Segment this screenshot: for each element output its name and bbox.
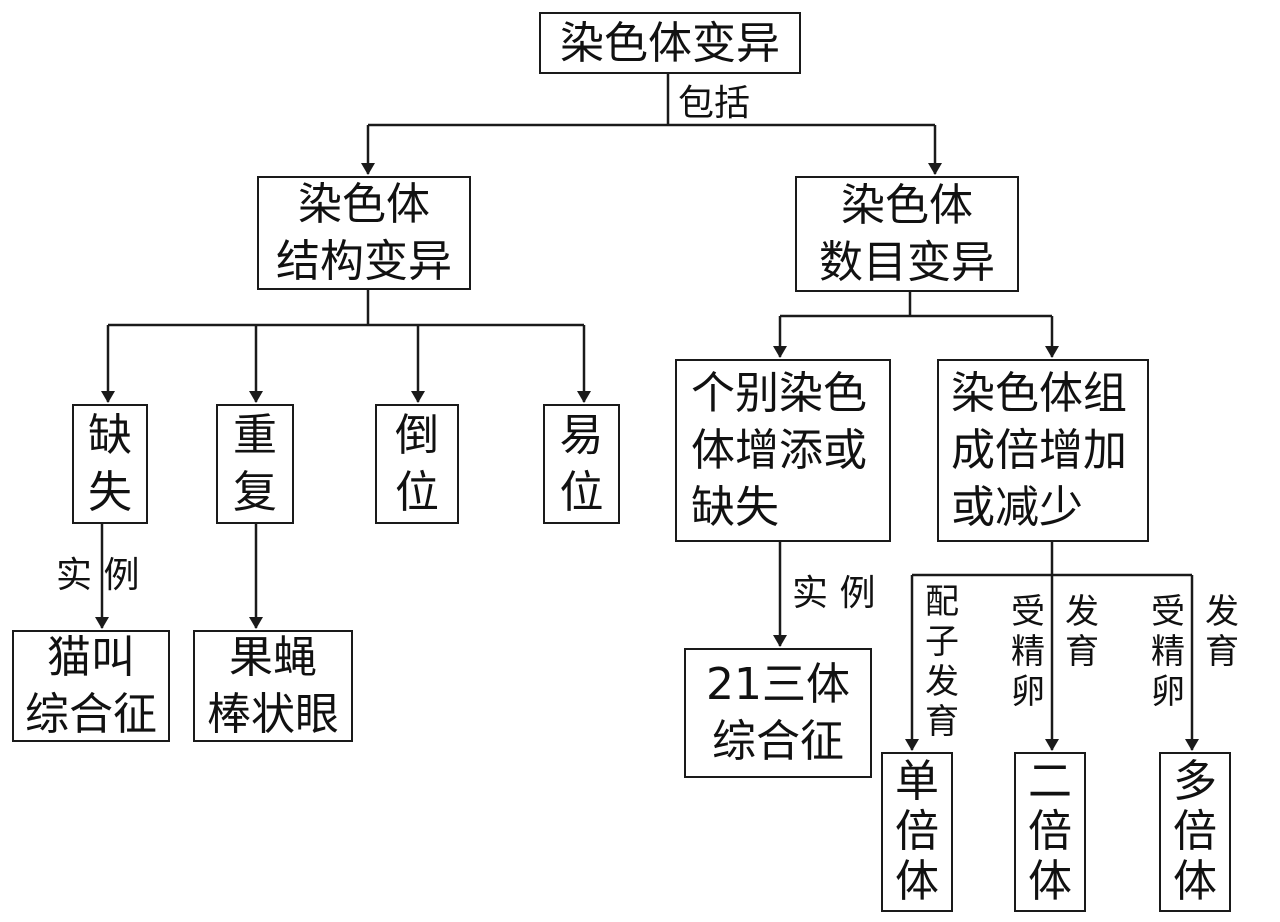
node-cat-cry: 猫叫 综合征 [12,630,170,742]
node-duplication-text: 重 复 [233,410,277,518]
node-polyploid-text: 多 倍 体 [1173,756,1217,907]
node-diploid-text: 二 倍 体 [1028,756,1072,907]
node-set-text: 染色体组 成倍增加 或减少 [951,368,1127,533]
node-root: 染色体变异 [539,12,801,74]
node-inversion-text: 倒 位 [395,410,439,518]
edge-label-example-left: 实 例 [56,555,140,596]
node-root-text: 染色体变异 [560,17,780,69]
node-inversion: 倒 位 [375,404,459,524]
node-numerical-text: 染色体 数目变异 [819,180,995,288]
node-structural-text: 染色体 结构变异 [276,179,452,287]
node-duplication: 重 复 [216,404,294,524]
node-deletion-text: 缺 失 [88,410,132,518]
edge-label-develop-1: 发育 [1065,592,1099,672]
node-structural: 染色体 结构变异 [257,176,471,290]
edge-label-develop-2: 发育 [1205,592,1239,672]
edge-label-gamete-develop: 配子发育 [925,582,959,742]
node-diploid: 二 倍 体 [1014,752,1086,912]
edge-label-zygote-1: 受精卵 [1011,592,1045,712]
node-deletion: 缺 失 [72,404,148,524]
node-translocation-text: 易 位 [559,410,604,518]
edge-label-zygote-2: 受精卵 [1151,592,1185,712]
edge-label-includes: 包括 [678,83,751,124]
node-set: 染色体组 成倍增加 或减少 [937,359,1149,542]
node-polyploid: 多 倍 体 [1159,752,1231,912]
node-translocation: 易 位 [543,404,620,524]
edge-label-example-right: 实 例 [792,573,876,614]
node-fruit-fly-text: 果蝇 棒状眼 [207,632,339,740]
node-cat-cry-text: 猫叫 综合征 [25,632,157,740]
node-trisomy21: 21三体 综合征 [684,648,872,778]
node-individual-text: 个别染色 体增添或 缺失 [691,368,867,533]
node-haploid-text: 单 倍 体 [895,756,939,907]
node-numerical: 染色体 数目变异 [795,176,1019,292]
node-trisomy21-text: 21三体 综合征 [706,659,850,767]
node-individual: 个别染色 体增添或 缺失 [675,359,891,542]
node-fruit-fly: 果蝇 棒状眼 [193,630,353,742]
node-haploid: 单 倍 体 [881,752,953,912]
